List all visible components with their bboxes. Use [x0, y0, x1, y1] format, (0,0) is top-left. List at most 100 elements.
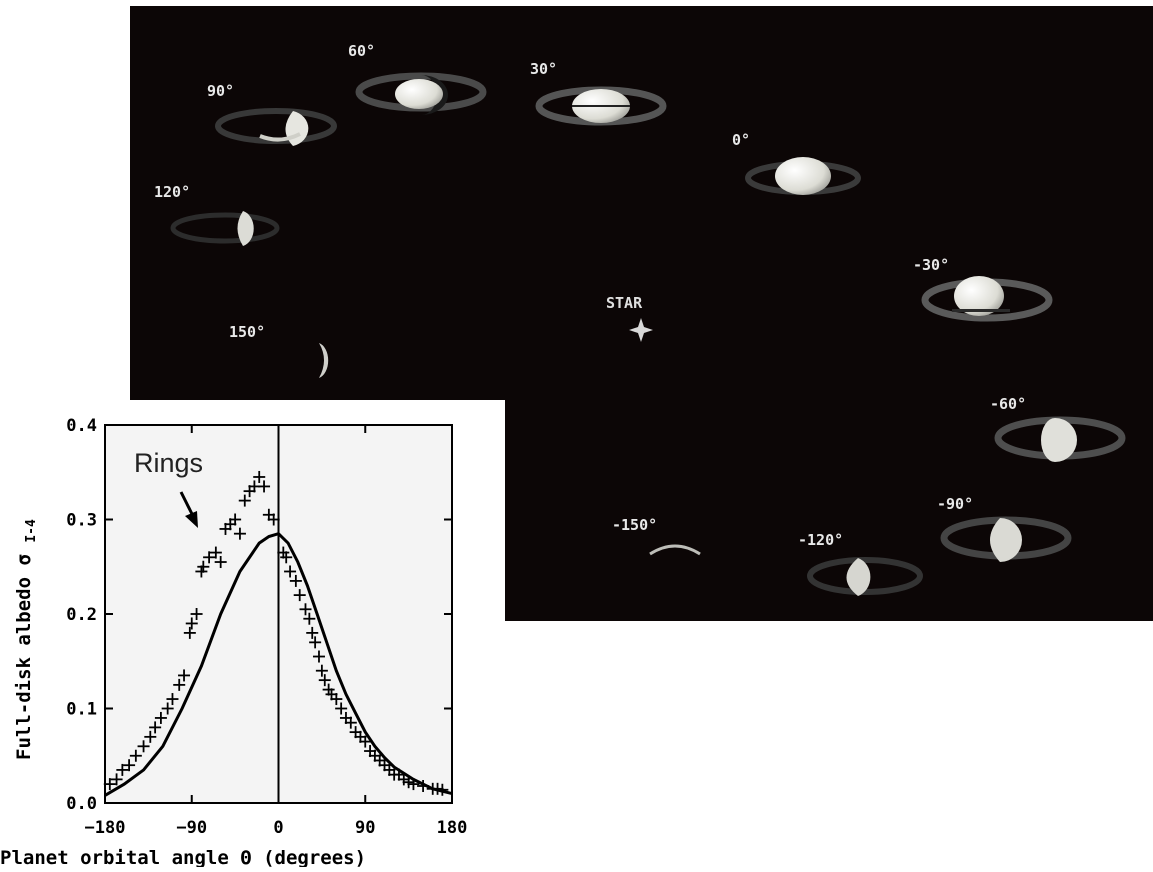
planet-lit-crescent-icon [649, 544, 701, 556]
angle-label-120: 120° [154, 183, 190, 201]
data-point [299, 603, 312, 616]
data-point [306, 626, 319, 639]
x-tick-label: −180 [85, 818, 126, 838]
x-tick-label: 0 [273, 818, 283, 838]
data-point [233, 527, 246, 540]
angle-label-0: 0° [732, 131, 750, 149]
planet-lit-crescent-icon [237, 211, 254, 246]
planet-minus-60: -60° [990, 395, 1126, 462]
planet-disk-icon [775, 157, 831, 195]
planet-90: 90° [207, 82, 337, 146]
star-icon [629, 318, 653, 342]
data-point [144, 730, 157, 743]
y-axis-title-text: Full-disk albedo σ [13, 554, 35, 760]
y-tick-label: 0.0 [66, 794, 97, 814]
data-point [149, 721, 162, 734]
planet-disk-icon [395, 79, 443, 109]
planet-minus-150: -150° [612, 516, 701, 556]
data-point [214, 556, 227, 569]
y-axis-title-subscript: I-4 [24, 519, 39, 543]
data-point [229, 513, 242, 526]
data-point [185, 617, 198, 630]
model-curve [104, 532, 453, 797]
data-point [289, 574, 302, 587]
planet-lit-crescent-icon [1041, 418, 1077, 462]
data-point [129, 749, 142, 762]
data-point [183, 626, 196, 639]
ring-icon [215, 108, 337, 144]
angle-label-minus-150: -150° [612, 516, 657, 534]
data-point [154, 711, 167, 724]
data-point [303, 612, 316, 625]
data-point [330, 693, 343, 706]
angle-label-150: 150° [229, 323, 265, 341]
data-point [335, 702, 348, 715]
data-point [280, 551, 293, 564]
ring-shadow-icon [572, 105, 630, 107]
planet-30: 30° [530, 60, 667, 126]
albedo-chart-panel: 0.0 0.1 0.2 0.3 0.4 −180 −90 0 90 180 Rings Full… [0, 400, 505, 869]
data-point [123, 759, 136, 772]
data-point [137, 740, 150, 753]
star: STAR [606, 294, 653, 342]
data-point [197, 560, 210, 573]
planet-120: 120° [154, 183, 280, 246]
y-tick-label: 0.4 [66, 416, 97, 436]
planet-150: 150° [229, 323, 329, 378]
data-point [103, 778, 116, 791]
planet-minus-90: -90° [937, 495, 1072, 562]
orbit-svg: 0° 30° 60° 90° 120° [154, 42, 1126, 596]
planet-lit-crescent-icon [990, 518, 1022, 562]
x-axis-title: Planet orbital angle Θ (degrees) [0, 847, 366, 867]
angle-label-minus-90: -90° [937, 495, 973, 513]
data-point [344, 716, 357, 729]
data-point [238, 494, 251, 507]
planet-shadow-icon [421, 75, 448, 115]
data-point [293, 589, 306, 602]
x-tick-label: 180 [437, 818, 468, 838]
angle-label-30: 30° [530, 60, 557, 78]
x-tick-label: −90 [176, 818, 207, 838]
data-point [309, 636, 322, 649]
rings-annotation: Rings [134, 448, 203, 478]
ring-icon [170, 212, 280, 244]
planet-disk-icon [954, 276, 1004, 316]
y-tick-label: 0.2 [66, 605, 97, 625]
angle-label-90: 90° [207, 82, 234, 100]
ring-icon [807, 557, 923, 595]
planet-lit-crescent-icon [846, 558, 871, 596]
rings-arrow-icon [179, 491, 198, 528]
angle-label-minus-120: -120° [798, 531, 843, 549]
data-point [359, 735, 372, 748]
albedo-chart: 0.0 0.1 0.2 0.3 0.4 −180 −90 0 90 180 Rings Full… [0, 416, 468, 869]
data-point [166, 693, 179, 706]
planet-0: 0° [732, 131, 861, 195]
data-point [173, 678, 186, 691]
data-point [203, 551, 216, 564]
y-axis-title: Full-disk albedo σ I-4 [13, 519, 39, 760]
data-point [110, 773, 123, 786]
y-tick-label: 0.1 [66, 700, 97, 720]
y-tick-label: 0.3 [66, 511, 97, 531]
x-tick-label: 90 [355, 818, 375, 838]
planet-lit-crescent-icon [319, 343, 329, 378]
data-point [258, 480, 271, 493]
data-point [178, 669, 191, 682]
planet-minus-120: -120° [798, 531, 923, 596]
star-label: STAR [606, 294, 643, 312]
planet-60: 60° [348, 42, 487, 115]
ring-shadow-icon [952, 309, 1010, 312]
planet-minus-30: -30° [913, 256, 1053, 322]
data-point [284, 565, 297, 578]
data-point [161, 702, 174, 715]
data-point [312, 650, 325, 663]
data-point [116, 763, 129, 776]
angle-label-minus-60: -60° [990, 395, 1026, 413]
lit-ring-arc-icon [259, 132, 301, 142]
angle-label-minus-30: -30° [913, 256, 949, 274]
angle-label-60: 60° [348, 42, 375, 60]
data-point [315, 664, 328, 677]
data-point [209, 546, 222, 559]
data-point [253, 470, 266, 483]
data-point [318, 674, 331, 687]
